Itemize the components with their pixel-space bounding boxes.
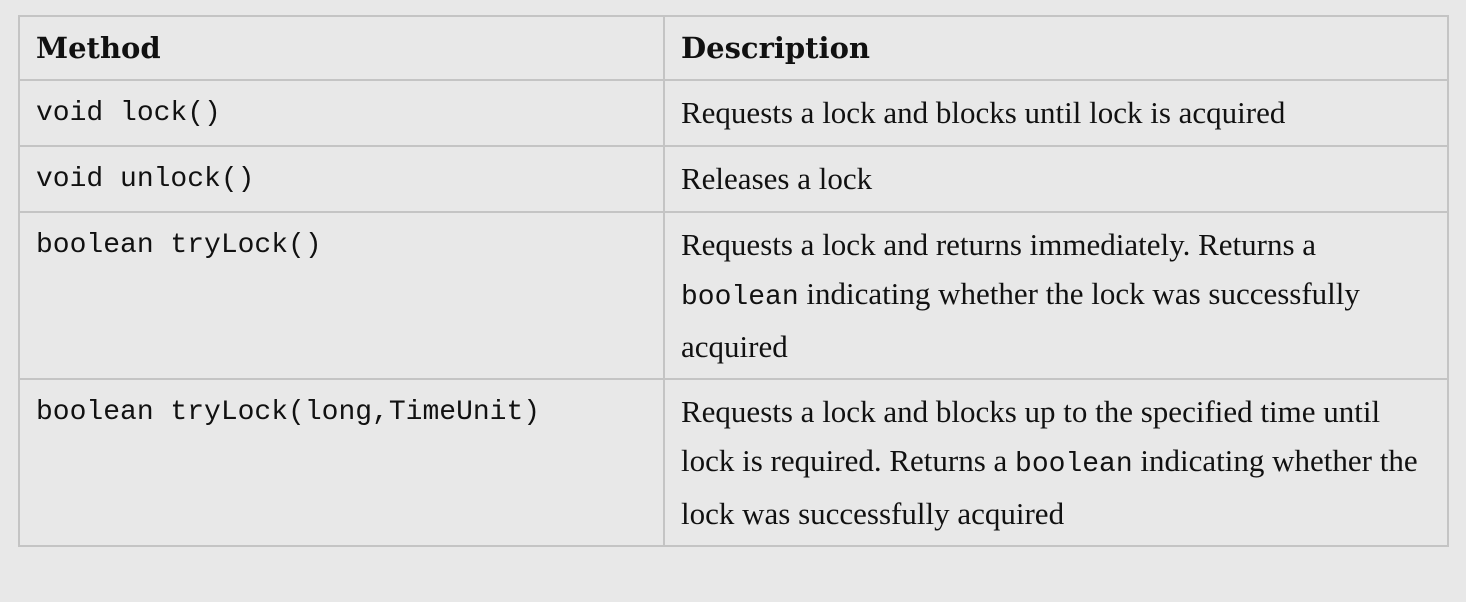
table-row: boolean tryLock(long,TimeUnit) Requests … [18,378,1449,547]
description-cell: Requests a lock and blocks until lock is… [663,79,1449,147]
methods-table-container: Method Description void lock() Requests … [18,15,1449,547]
methods-table: Method Description void lock() Requests … [18,15,1449,547]
description-text: Requests a lock and blocks until lock is… [681,95,1286,130]
description-cell: Releases a lock [663,145,1449,213]
description-cell: Requests a lock and blocks up to the spe… [663,378,1449,547]
method-cell: boolean tryLock() [18,211,665,380]
header-description: Description [663,15,1449,81]
table-header-row: Method Description [18,15,1449,81]
header-method: Method [18,15,665,81]
table-row: void lock() Requests a lock and blocks u… [18,79,1449,147]
description-text: Requests a lock and blocks up to the spe… [681,394,1381,478]
description-text: indicating whether the lock was successf… [681,443,1418,531]
inline-code: boolean [681,282,799,313]
description-text: Releases a lock [681,161,873,196]
description-cell: Requests a lock and returns immediately.… [663,211,1449,380]
inline-code: boolean [1015,449,1133,480]
method-cell: void lock() [18,79,665,147]
description-text: indicating whether the lock was successf… [681,276,1360,364]
description-text: Requests a lock and returns immediately.… [681,227,1317,262]
table-row: void unlock() Releases a lock [18,145,1449,213]
method-cell: boolean tryLock(long,TimeUnit) [18,378,665,547]
table-row: boolean tryLock() Requests a lock and re… [18,211,1449,380]
method-cell: void unlock() [18,145,665,213]
